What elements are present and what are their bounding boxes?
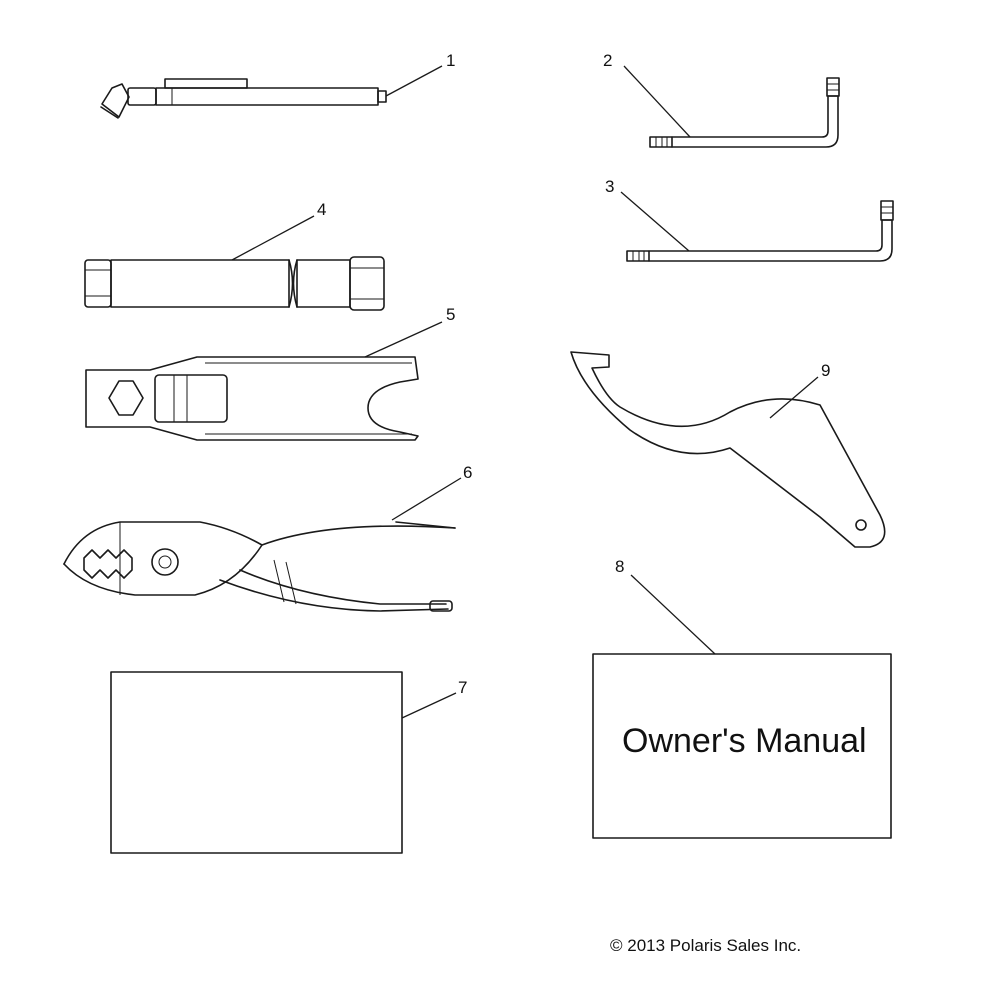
leader-line-8 (630, 574, 716, 655)
leader-line-3 (620, 191, 690, 252)
leader-line-7 (401, 692, 457, 719)
part-3-l-key (626, 200, 894, 262)
part-4-socket-wrench (84, 256, 385, 311)
callout-5: 5 (446, 305, 455, 324)
part-8-owners-manual: Owner's Manual (592, 653, 892, 839)
callout-4: 4 (317, 200, 326, 219)
part-9-spanner-wrench (570, 351, 886, 548)
part-2-l-key (649, 77, 840, 148)
leader-line-1 (385, 65, 443, 97)
leader-line-2 (623, 65, 691, 138)
callout-1: 1 (446, 51, 455, 70)
leader-line-5 (364, 321, 443, 358)
callout-6: 6 (463, 463, 472, 482)
leader-line-6 (391, 477, 462, 521)
callout-2: 2 (603, 51, 612, 70)
leader-line-4 (231, 215, 315, 261)
part-7-card (110, 671, 403, 854)
manual-title: Owner's Manual (622, 722, 867, 760)
callout-9: 9 (821, 361, 830, 380)
part-6-pliers (63, 521, 456, 612)
callout-3: 3 (605, 177, 614, 196)
callout-8: 8 (615, 557, 624, 576)
callout-7: 7 (458, 678, 467, 697)
part-5-fork-wrench (85, 356, 419, 441)
leader-line-9 (769, 376, 819, 419)
copyright-notice: © 2013 Polaris Sales Inc. (610, 936, 801, 955)
part-1-pressure-gauge (100, 78, 387, 119)
